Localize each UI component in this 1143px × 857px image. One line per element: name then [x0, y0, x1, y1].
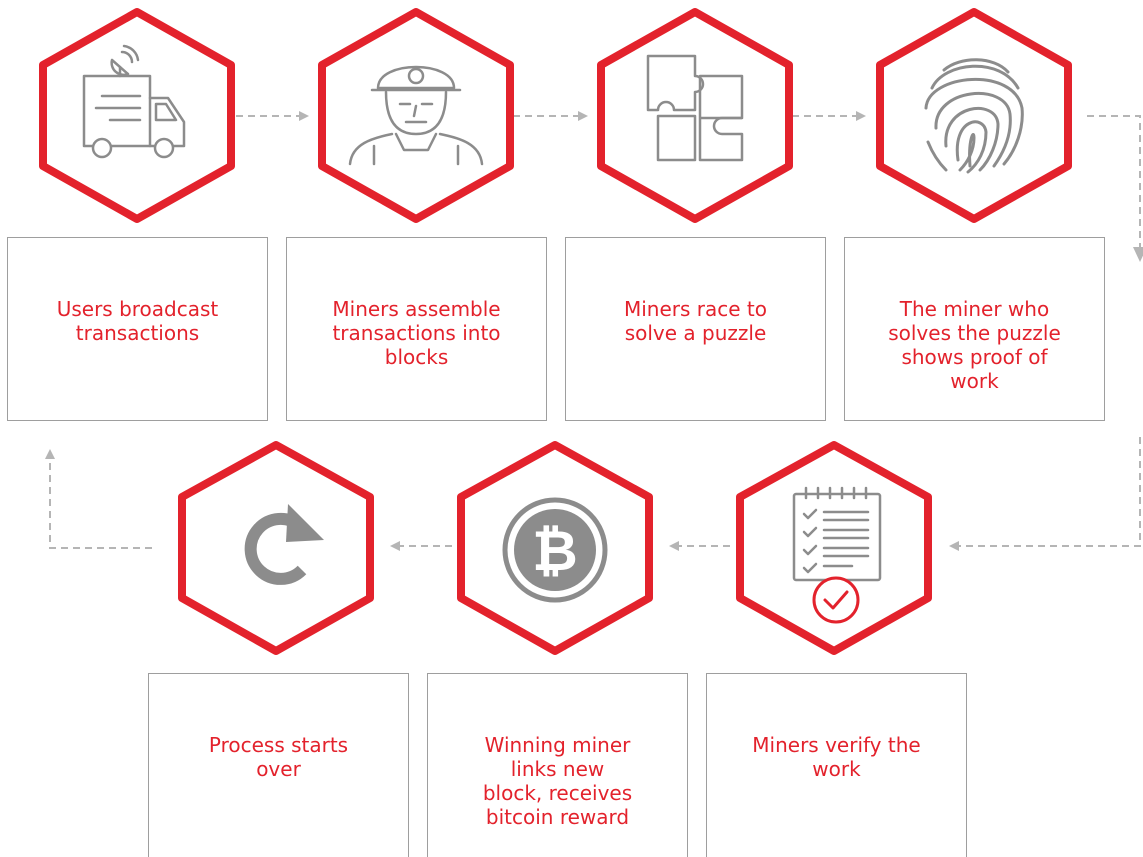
step-label-2: Miners assemble transactions into blocks	[332, 297, 501, 369]
connector-4-5-b	[949, 437, 1141, 551]
step-label-3: Miners race to solve a puzzle	[623, 297, 767, 345]
fingerprint-icon	[924, 58, 1024, 174]
step-box-3: Miners race to solve a puzzle	[565, 237, 826, 421]
checklist-icon	[792, 486, 882, 582]
step-label-5: Miners verify the work	[752, 733, 921, 781]
arrowhead-down	[1133, 247, 1143, 262]
step-label-6: Winning miner links new block, receives …	[482, 733, 633, 829]
hexagon-2	[318, 8, 514, 223]
restart-icon	[244, 504, 324, 585]
step-label-1: Users broadcast transactions	[56, 297, 219, 345]
step-box-6: Winning miner links new block, receives …	[427, 673, 688, 857]
bitcoin-icon: ₿	[502, 497, 608, 603]
check-circle-icon	[812, 576, 860, 624]
broadcast-van-icon	[82, 44, 186, 159]
step-box-2: Miners assemble transactions into blocks	[286, 237, 547, 421]
svg-text:₿: ₿	[532, 519, 578, 584]
puzzle-icon	[646, 54, 744, 162]
hexagon-1	[39, 8, 235, 223]
connector-7-1	[45, 449, 152, 549]
step-box-4: The miner who solves the puzzle shows pr…	[844, 237, 1105, 421]
step-label-4: The miner who solves the puzzle shows pr…	[888, 297, 1061, 393]
hexagon-4	[876, 8, 1072, 223]
step-box-5: Miners verify the work	[706, 673, 967, 857]
step-label-7: Process starts over	[208, 733, 349, 781]
connector-4-5	[1087, 115, 1141, 256]
step-box-7: Process starts over	[148, 673, 409, 857]
hexagon-7	[178, 441, 374, 655]
miner-icon	[348, 65, 484, 166]
step-box-1: Users broadcast transactions	[7, 237, 268, 421]
